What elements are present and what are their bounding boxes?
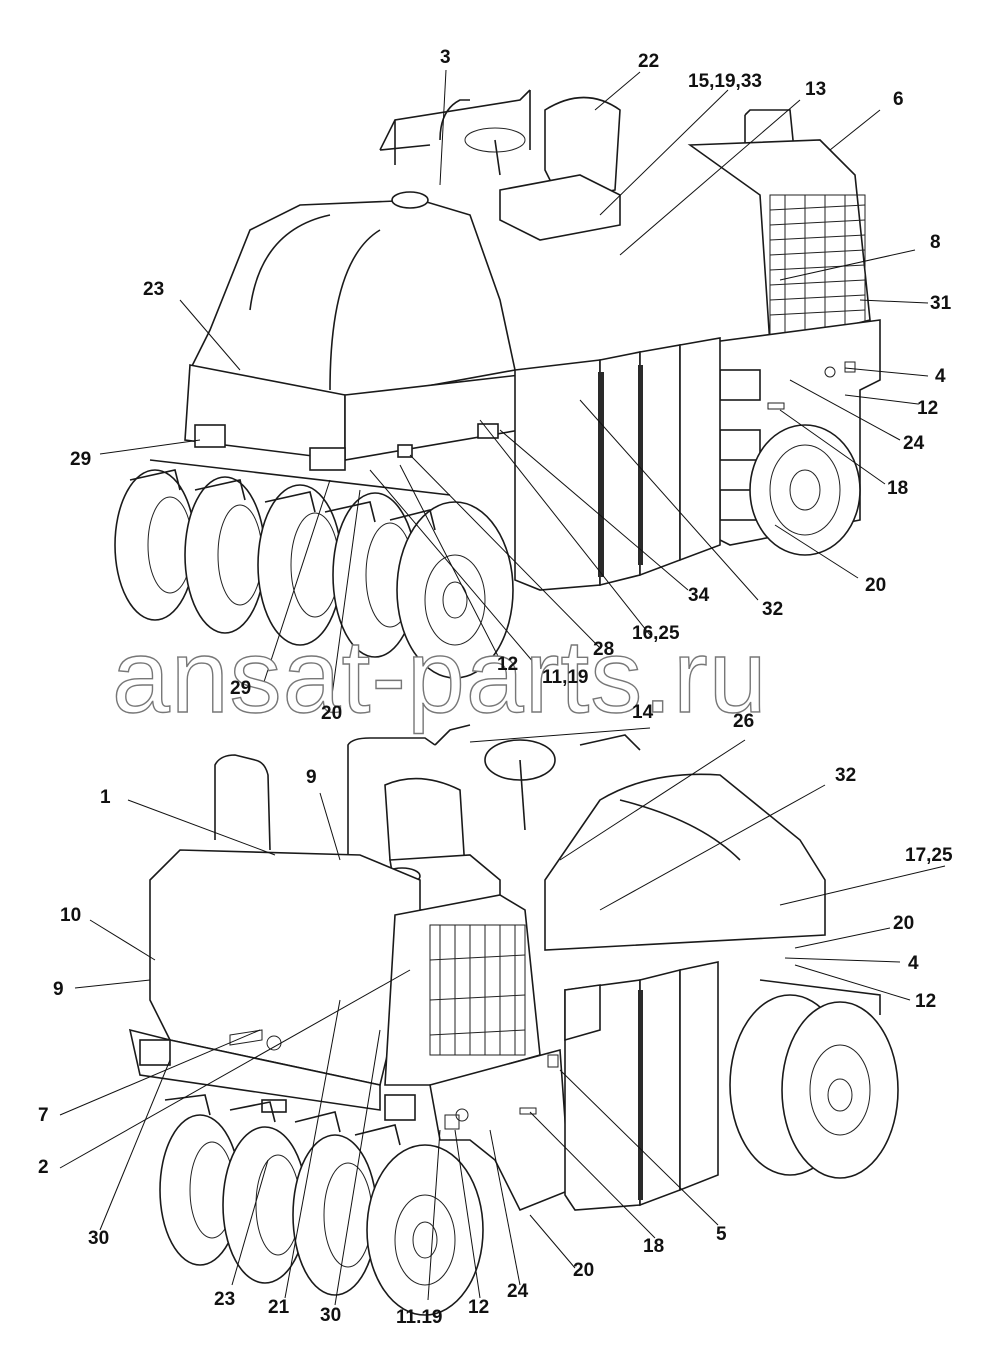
callout-32-top: 32 (762, 599, 784, 620)
callout-34: 34 (688, 585, 710, 606)
callout-21: 21 (268, 1297, 290, 1318)
callout-17-25: 17,25 (905, 845, 953, 866)
callout-12-top-center: 12 (497, 654, 519, 675)
callout-22: 22 (638, 51, 660, 72)
bottom-roller-illustration (128, 724, 899, 1316)
callout-18-bottom: 18 (643, 1236, 665, 1257)
callout-12-bottom: 12 (468, 1297, 490, 1318)
callout-29-top: 29 (70, 449, 92, 470)
callout-23-bottom: 23 (214, 1289, 236, 1310)
top-front-wheels (114, 469, 514, 679)
callout-32-bottom: 32 (835, 765, 857, 786)
callout-4-top: 4 (935, 366, 946, 387)
callout-1: 1 (100, 787, 111, 808)
callout-6: 6 (893, 89, 904, 110)
callout-12-top-right: 12 (917, 398, 939, 419)
callout-29-top-lower: 29 (230, 678, 252, 699)
callout-20-top-lower: 20 (321, 703, 343, 724)
callout-26: 26 (733, 711, 755, 732)
callout-28: 28 (593, 639, 615, 660)
callout-14: 14 (632, 702, 654, 723)
callout-23-top: 23 (143, 279, 165, 300)
callout-7: 7 (38, 1105, 49, 1126)
bottom-front-wheels (159, 1114, 484, 1316)
top-roller-illustration (114, 89, 881, 679)
callout-24-top: 24 (903, 433, 925, 454)
callout-9-bottom-left: 9 (53, 979, 64, 1000)
leader-lines (59, 69, 946, 1306)
callout-11-19-top: 11,19 (542, 667, 589, 688)
callout-24-bottom: 24 (507, 1281, 529, 1302)
callout-20-bottom-right: 20 (893, 913, 915, 934)
watermark-text: ansat-parts.ru (111, 619, 768, 735)
callout-4-bottom: 4 (908, 953, 919, 974)
callout-12-bottom-right: 12 (915, 991, 937, 1012)
callout-9-bottom-top: 9 (306, 767, 317, 788)
callout-8: 8 (930, 232, 941, 253)
callout-20-bottom: 20 (573, 1260, 595, 1281)
callout-15-19-33: 15,19,33 (688, 71, 762, 92)
callout-5: 5 (716, 1224, 727, 1245)
callout-20-top-right: 20 (865, 575, 887, 596)
callout-13: 13 (805, 79, 827, 100)
callout-16-25: 16,25 (632, 623, 680, 644)
callout-31: 31 (930, 293, 952, 314)
callout-3-top: 3 (440, 47, 451, 68)
callout-30-bottom-left: 30 (88, 1228, 110, 1249)
callout-2: 2 (38, 1157, 49, 1178)
callout-18-top: 18 (887, 478, 909, 499)
callout-30-bottom: 30 (320, 1305, 342, 1326)
callout-10: 10 (60, 905, 82, 926)
callout-11-19-bottom: 11.19 (396, 1307, 443, 1328)
